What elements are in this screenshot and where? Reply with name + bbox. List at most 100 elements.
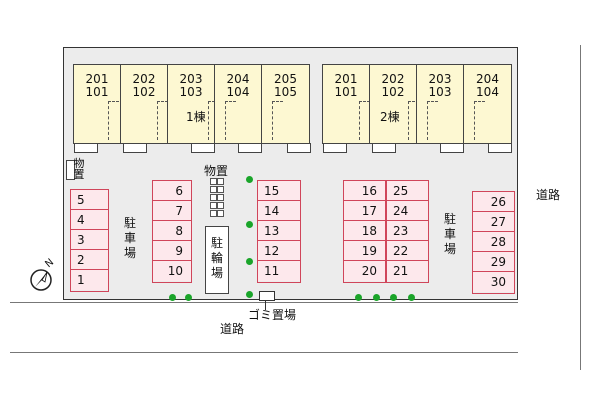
tree-icon: [355, 294, 362, 301]
bike-rack: [210, 202, 217, 209]
parking-stall[interactable]: 5: [71, 190, 108, 210]
parking-stall[interactable]: 16: [344, 181, 385, 201]
bike-rack: [217, 186, 224, 193]
tree-icon: [246, 291, 253, 298]
parking-stall[interactable]: 27: [473, 212, 514, 232]
bike-rack: [210, 194, 217, 201]
bike-parking: [205, 226, 229, 294]
parking-stall[interactable]: 20: [344, 261, 385, 281]
parking-stall[interactable]: 13: [258, 221, 300, 241]
parking-stack-6: 26 27 28 29 30: [472, 191, 515, 294]
parking-label-right: 駐車場: [443, 212, 456, 256]
building-2-label: 2棟: [380, 110, 400, 124]
porch: [238, 143, 262, 153]
tree-icon: [185, 294, 192, 301]
parking-stall[interactable]: 21: [387, 261, 428, 281]
tree-icon: [373, 294, 380, 301]
porch: [372, 143, 396, 153]
storage-label-center: 物置: [204, 164, 229, 178]
parking-stack-5: 25 24 23 22 21: [386, 180, 429, 283]
bike-rack: [210, 210, 217, 217]
parking-stall[interactable]: 15: [258, 181, 300, 201]
parking-stall[interactable]: 22: [387, 241, 428, 261]
tree-icon: [246, 176, 253, 183]
parking-stack-4: 16 17 18 19 20: [343, 180, 386, 283]
road-label-right: 道路: [536, 188, 561, 202]
parking-stall[interactable]: 17: [344, 201, 385, 221]
porch: [123, 143, 147, 153]
tree-icon: [390, 294, 397, 301]
porch: [287, 143, 311, 153]
road-line-bottom-lower: [10, 352, 518, 353]
storage-label-left: 物置: [73, 157, 85, 181]
parking-stall[interactable]: 25: [387, 181, 428, 201]
bike-rack: [217, 202, 224, 209]
parking-label-left: 駐車場: [123, 216, 136, 260]
tree-icon: [246, 258, 253, 265]
road-line-bottom-upper: [10, 302, 518, 303]
road-label-bottom: 道路: [220, 322, 245, 336]
parking-stall[interactable]: 7: [153, 201, 191, 221]
parking-stall[interactable]: 29: [473, 252, 514, 272]
garbage-area: [259, 291, 275, 301]
garbage-leader-line: [265, 300, 266, 310]
parking-stall[interactable]: 18: [344, 221, 385, 241]
parking-stall[interactable]: 1: [71, 270, 108, 290]
garbage-label: ゴミ置場: [248, 308, 297, 322]
parking-stall[interactable]: 19: [344, 241, 385, 261]
parking-stall[interactable]: 14: [258, 201, 300, 221]
porch: [488, 143, 512, 153]
parking-stack-1: 5 4 3 2 1: [70, 189, 109, 292]
road-line-right: [580, 45, 581, 370]
bike-rack: [217, 194, 224, 201]
parking-stack-3: 15 14 13 12 11: [257, 180, 301, 283]
parking-stall[interactable]: 26: [473, 192, 514, 212]
tree-icon: [169, 294, 176, 301]
parking-stack-2: 6 7 8 9 10: [152, 180, 192, 283]
parking-stall[interactable]: 9: [153, 241, 191, 261]
parking-stall[interactable]: 2: [71, 250, 108, 270]
compass-icon: [30, 269, 52, 291]
bike-rack: [210, 178, 217, 185]
parking-stall[interactable]: 24: [387, 201, 428, 221]
parking-stall[interactable]: 30: [473, 272, 514, 292]
parking-stall[interactable]: 4: [71, 210, 108, 230]
parking-stall[interactable]: 28: [473, 232, 514, 252]
parking-stall[interactable]: 6: [153, 181, 191, 201]
bike-parking-label: 駐輪場: [210, 236, 223, 280]
parking-stall[interactable]: 12: [258, 241, 300, 261]
bike-rack: [210, 186, 217, 193]
parking-stall[interactable]: 10: [153, 261, 191, 281]
porch: [440, 143, 464, 153]
porch: [74, 143, 98, 153]
tree-icon: [408, 294, 415, 301]
porch: [323, 143, 347, 153]
storage-box: [66, 160, 75, 180]
parking-stall[interactable]: 8: [153, 221, 191, 241]
bike-rack: [217, 210, 224, 217]
parking-stall[interactable]: 23: [387, 221, 428, 241]
building-1-label: 1棟: [186, 110, 206, 124]
parking-stall[interactable]: 11: [258, 261, 300, 281]
bike-rack: [217, 178, 224, 185]
porch: [191, 143, 215, 153]
parking-stall[interactable]: 3: [71, 230, 108, 250]
